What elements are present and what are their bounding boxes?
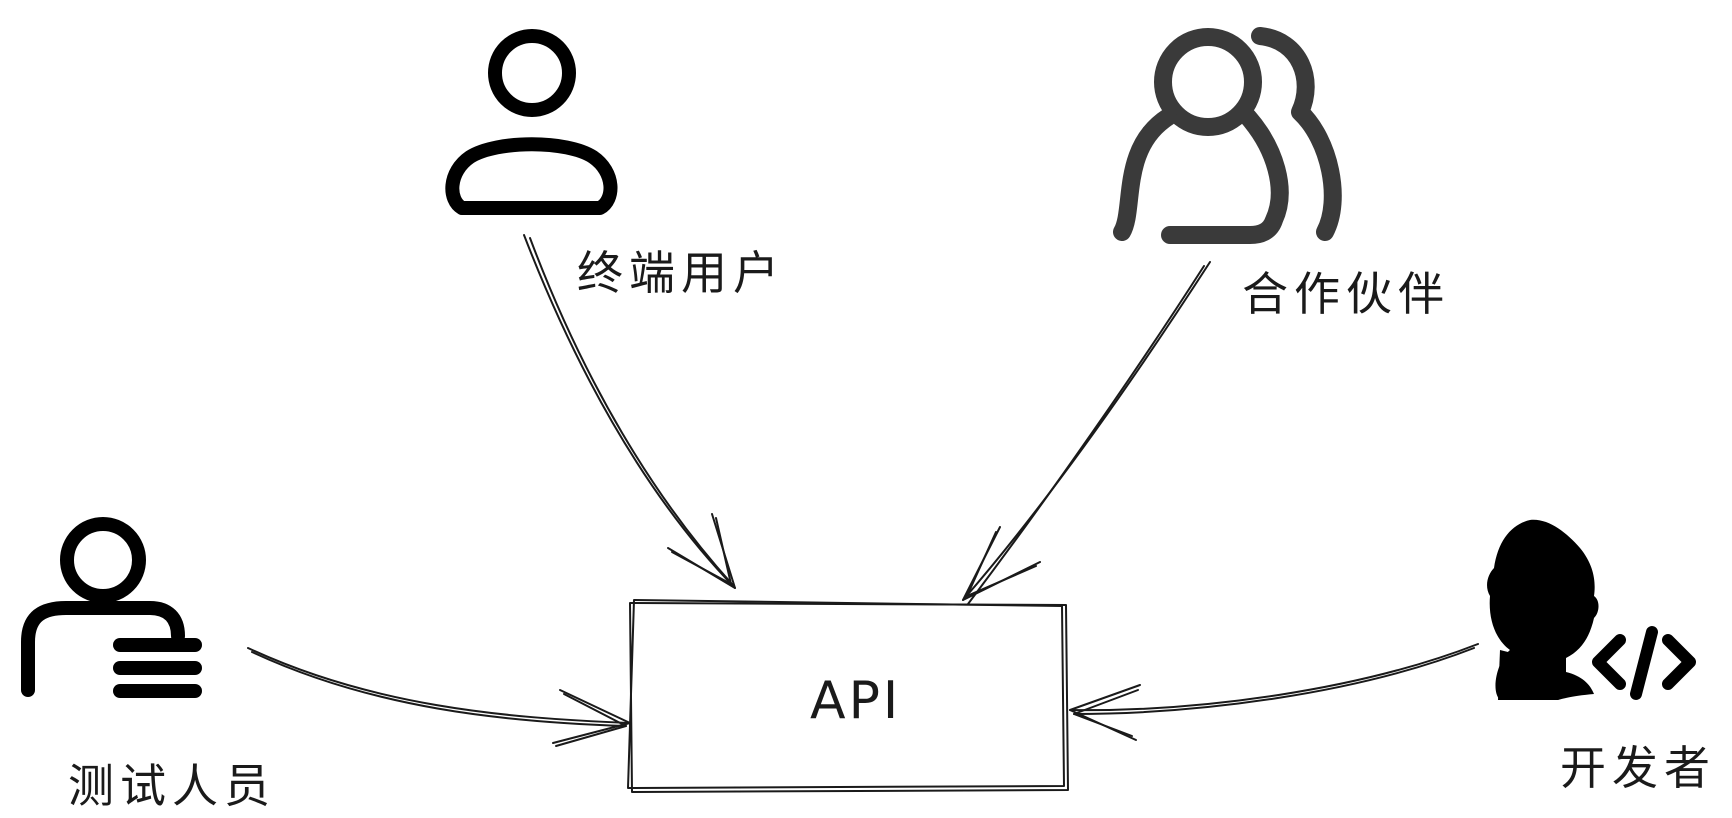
developer-code-icon — [1487, 519, 1696, 700]
api-box: API — [627, 599, 1069, 793]
user-outline-icon — [445, 29, 618, 215]
tester-label: 测试人员 — [68, 759, 276, 813]
arrow-partner-to-api — [962, 261, 1211, 605]
partner-label: 合作伙伴 — [1242, 267, 1450, 321]
arrow-end-user-to-api — [523, 234, 736, 589]
user-list-icon — [21, 517, 202, 698]
arrow-tester-to-api — [247, 647, 631, 747]
arrow-developer-to-api — [1069, 643, 1479, 741]
end-user-label: 终端用户 — [577, 246, 785, 300]
api-label: API — [810, 671, 901, 731]
developer-label: 开发者 — [1560, 741, 1716, 795]
user-group-icon — [1113, 27, 1342, 244]
